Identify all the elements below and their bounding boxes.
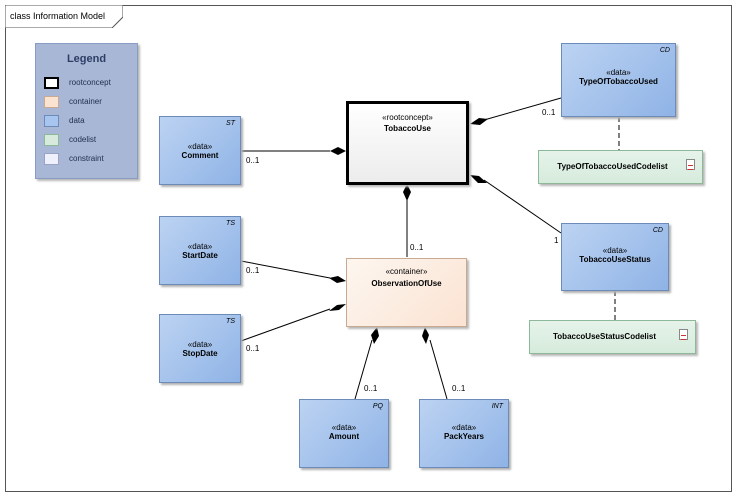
datatype-label: TS xyxy=(226,220,235,227)
composition-diamond-tobacco-use-status xyxy=(470,175,487,183)
class-comment[interactable]: ST «data» Comment xyxy=(159,116,241,185)
stereotype-label: «data» xyxy=(451,423,477,432)
class-name: TobaccoUseStatus xyxy=(579,255,651,264)
datatype-label: INT xyxy=(491,403,503,410)
stereotype-label: «container» xyxy=(385,267,428,276)
class-name: PackYears xyxy=(443,432,485,441)
document-icon xyxy=(686,159,695,170)
legend-swatch-rootconcept xyxy=(44,77,59,89)
legend-swatch-codelist xyxy=(44,134,59,146)
connector-tobacco-use-status[interactable] xyxy=(483,179,562,234)
composition-diamond-type-of-tobacco-used xyxy=(470,118,488,125)
class-tobacco-use-status[interactable]: CD «data» TobaccoUseStatus xyxy=(561,223,669,291)
class-tobacco-use[interactable]: «rootconcept» TobaccoUse xyxy=(346,101,469,185)
stereotype-label: «rootconcept» xyxy=(382,113,433,122)
legend-title: Legend xyxy=(66,53,107,65)
composition-diamond-pack-years xyxy=(422,327,429,344)
stereotype-label: «data» xyxy=(187,142,213,151)
multiplicity-stop-date: 0..1 xyxy=(246,344,260,353)
class-observation-of-use[interactable]: «container» ObservationOfUse xyxy=(346,258,467,327)
legend-label-data: data xyxy=(69,116,85,125)
codelist-name: TobaccoUseStatusCodelist xyxy=(553,332,656,341)
legend-swatch-data xyxy=(44,115,59,127)
stereotype-label: «data» xyxy=(606,68,631,77)
class-name: StartDate xyxy=(182,251,218,260)
composition-diamond-stop-date xyxy=(329,304,346,311)
legend-label-container: container xyxy=(69,97,102,106)
class-name: TobaccoUse xyxy=(384,124,431,133)
frame-title-tab xyxy=(5,5,123,28)
legend-label-codelist: codelist xyxy=(69,135,97,144)
frame-title: class Information Model xyxy=(10,11,106,21)
class-name: ObservationOfUse xyxy=(371,279,442,288)
stereotype-label: «data» xyxy=(187,242,213,251)
composition-diamond-start-date xyxy=(329,276,346,283)
class-name: Comment xyxy=(181,151,219,160)
multiplicity-tobacco-use-status: 1 xyxy=(554,236,559,245)
diagram-frame xyxy=(5,5,732,492)
class-amount[interactable]: PQ «data» Amount xyxy=(299,399,389,468)
stereotype-label: «data» xyxy=(331,423,357,432)
datatype-label: TS xyxy=(226,318,235,325)
multiplicity-type-of-tobacco-used: 0..1 xyxy=(542,108,556,117)
multiplicity-start-date: 0..1 xyxy=(246,266,260,275)
class-name: TypeOfTobaccoUsed xyxy=(579,77,658,86)
stereotype-label: «data» xyxy=(602,246,628,255)
connector-pack-years[interactable] xyxy=(429,339,448,400)
class-start-date[interactable]: TS «data» StartDate xyxy=(159,216,241,285)
connector-type-of-tobacco-used[interactable] xyxy=(483,97,562,121)
codelist-name: TypeOfTobaccoUsedCodelist xyxy=(557,162,668,171)
datatype-label: CD xyxy=(652,227,663,234)
composition-diamond-amount xyxy=(371,327,379,344)
datatype-label: CD xyxy=(659,47,670,54)
legend-label-constraint: constraint xyxy=(69,154,104,163)
document-icon xyxy=(679,329,688,340)
legend-label-rootconcept: rootconcept xyxy=(69,78,111,87)
class-stop-date[interactable]: TS «data» StopDate xyxy=(159,314,241,383)
composition-diamond-observation-of-use xyxy=(403,184,411,201)
codelist-tobacco-use-status[interactable]: TobaccoUseStatusCodelist xyxy=(529,320,696,354)
connector-amount[interactable] xyxy=(354,339,373,400)
class-type-of-tobacco-used[interactable]: CD «data» TypeOfTobaccoUsed xyxy=(561,43,676,117)
legend[interactable]: Legend rootconcept container data codeli… xyxy=(35,43,138,179)
connector-stop-date[interactable] xyxy=(240,308,331,342)
composition-diamond-comment xyxy=(330,147,346,155)
class-name: StopDate xyxy=(182,349,218,358)
legend-swatch-constraint xyxy=(44,153,59,165)
connector-start-date[interactable] xyxy=(240,260,331,279)
multiplicity-amount: 0..1 xyxy=(364,384,378,393)
datatype-label: ST xyxy=(226,120,235,127)
multiplicity-pack-years: 0..1 xyxy=(452,384,466,393)
codelist-type-of-tobacco-used[interactable]: TypeOfTobaccoUsedCodelist xyxy=(538,150,703,184)
stereotype-label: «data» xyxy=(187,340,213,349)
multiplicity-comment: 0..1 xyxy=(246,156,260,165)
legend-swatch-container xyxy=(44,96,59,108)
datatype-label: PQ xyxy=(372,403,383,410)
class-name: Amount xyxy=(328,432,360,441)
class-pack-years[interactable]: INT «data» PackYears xyxy=(419,399,509,468)
multiplicity-observation-of-use: 0..1 xyxy=(410,243,424,252)
